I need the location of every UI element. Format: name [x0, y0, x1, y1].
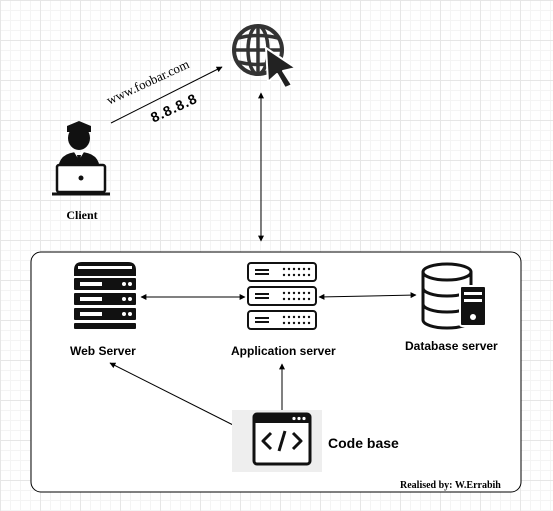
server-infrastructure-box — [30, 251, 522, 493]
application-server-label: Application server — [231, 344, 336, 358]
web-server-label: Web Server — [70, 344, 136, 358]
code-window-icon — [232, 410, 322, 472]
client-person-icon — [58, 121, 100, 171]
database-server-label: Database server — [405, 339, 498, 353]
application-server-icon — [247, 262, 317, 330]
globe-icon — [232, 24, 284, 76]
laptop-icon — [52, 163, 110, 196]
codebase-to-webserver-arrow — [109, 362, 244, 431]
web-server-icon — [74, 262, 136, 329]
cursor-icon — [265, 47, 297, 89]
appserver-to-database-arrow — [318, 292, 417, 300]
credit-label: Realised by: W.Errabih — [400, 480, 501, 491]
client-label: Client — [66, 208, 98, 222]
client-to-internet-arrow — [110, 66, 223, 124]
database-server-icon — [421, 262, 487, 330]
code-base-label: Code base — [328, 435, 399, 451]
